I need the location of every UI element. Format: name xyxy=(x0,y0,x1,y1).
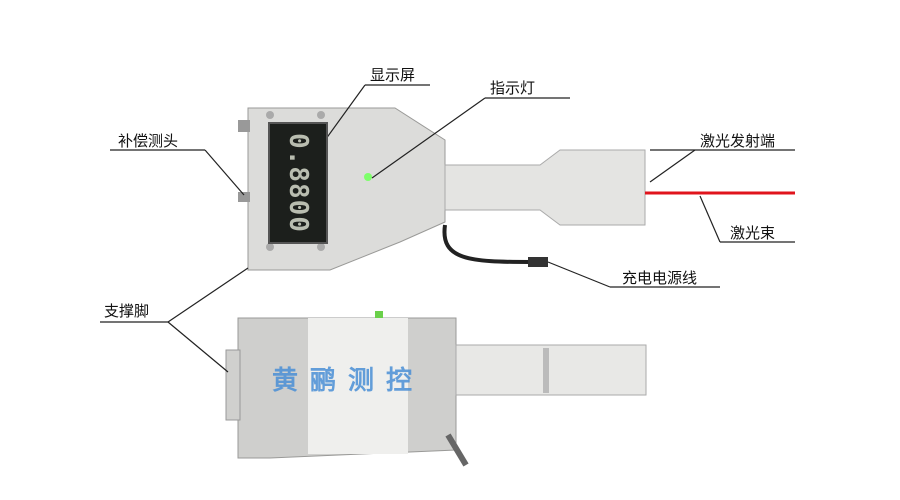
screw xyxy=(266,111,274,119)
device-arm xyxy=(444,149,646,226)
indicator-light xyxy=(364,173,372,181)
label-laser-emitter: 激光发射端 xyxy=(700,132,776,150)
side-plate xyxy=(225,349,241,421)
arm-marker xyxy=(543,348,549,393)
label-panel xyxy=(308,318,408,454)
label-charging-cable: 充电电源线 xyxy=(622,269,698,287)
label-indicator: 指示灯 xyxy=(490,79,536,97)
label-laser-beam: 激光束 xyxy=(730,224,776,242)
side-arm xyxy=(455,344,647,396)
screw xyxy=(266,243,274,251)
compensation-probe-part xyxy=(238,120,250,132)
label-support-foot: 支撑脚 xyxy=(104,302,150,320)
brand-text: 黄鹂测控 xyxy=(272,366,425,396)
cable-plug xyxy=(528,257,548,267)
support-foot-leg xyxy=(445,433,469,467)
probe-tip xyxy=(238,192,250,202)
screw xyxy=(317,111,325,119)
label-compensation-probe: 补偿测头 xyxy=(118,132,179,150)
leader-lines xyxy=(100,84,795,373)
charging-cable xyxy=(442,224,531,264)
display-reading: 0.8800 xyxy=(283,133,313,233)
lcd-display: 0.8800 xyxy=(268,122,328,244)
side-indicator xyxy=(375,311,383,318)
label-display: 显示屏 xyxy=(370,66,416,84)
screw xyxy=(317,243,325,251)
